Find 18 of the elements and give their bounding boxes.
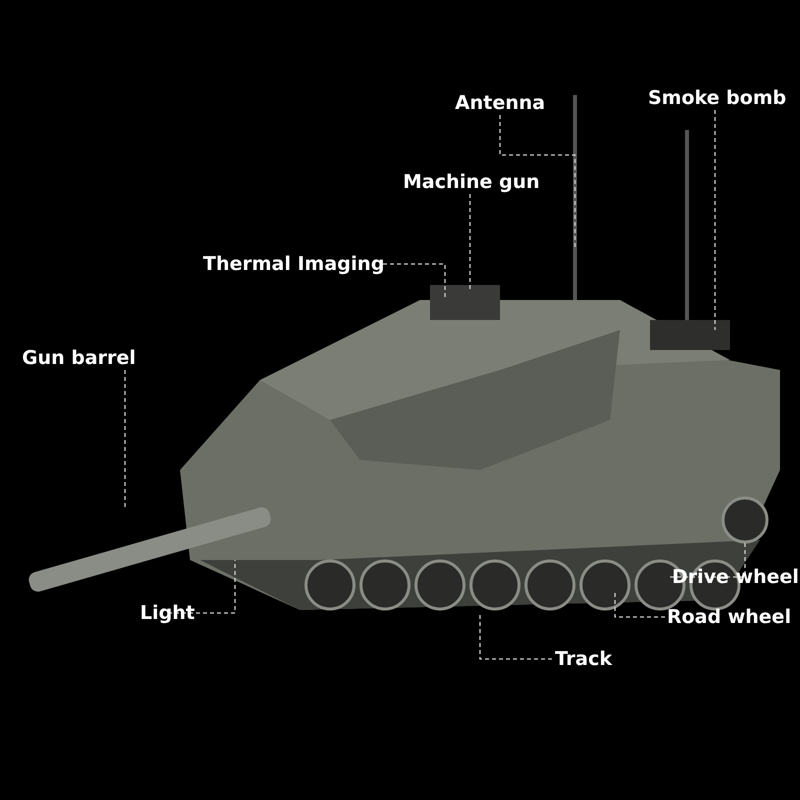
callout-label: Light <box>140 601 195 625</box>
leader-line <box>479 615 552 660</box>
callout-label: Track <box>555 647 612 671</box>
callout-label: Road wheel <box>667 605 792 629</box>
leader-line <box>614 590 665 618</box>
leader-line <box>124 370 126 510</box>
callout-label: Machine gun <box>403 170 540 194</box>
callout-label: Smoke bomb <box>648 86 786 110</box>
leader-line <box>168 560 236 614</box>
callout-label: Drive wheel <box>672 565 799 589</box>
leader-line <box>383 263 446 300</box>
leader-line <box>499 115 576 250</box>
callout-label: Gun barrel <box>22 346 136 370</box>
leader-line <box>714 110 716 330</box>
callout-label: Antenna <box>455 91 546 115</box>
callout-label: Thermal Imaging <box>203 252 384 276</box>
leader-line <box>670 540 746 578</box>
leader-line <box>469 194 471 290</box>
